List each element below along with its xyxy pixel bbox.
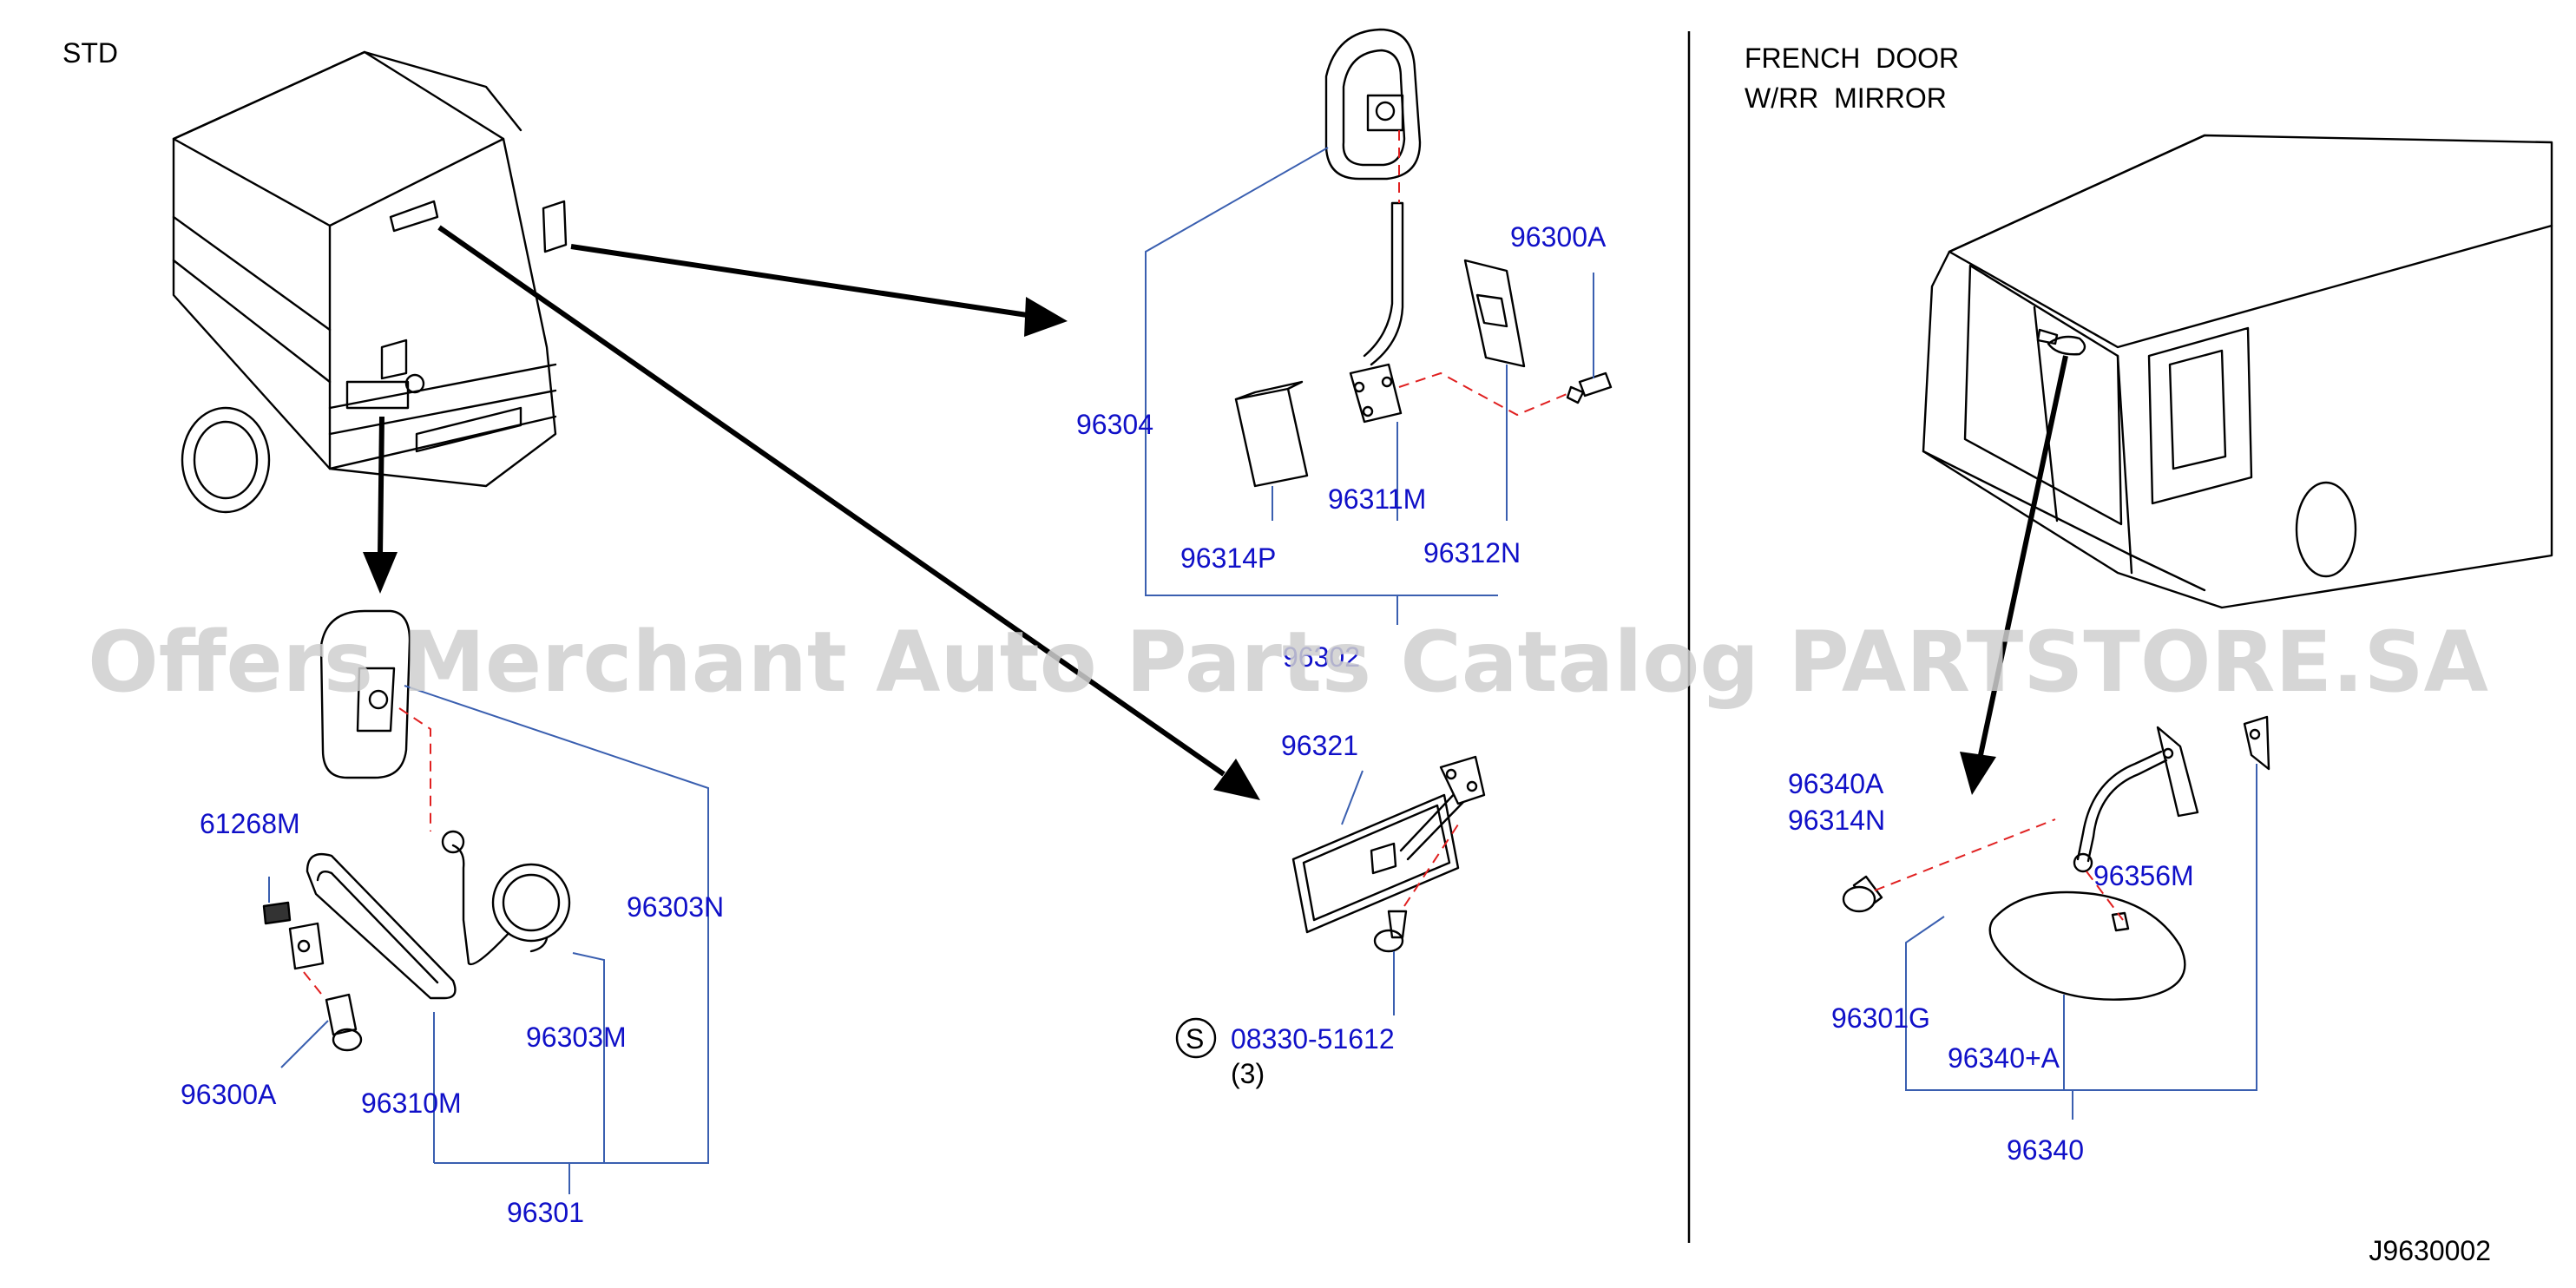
watermark: Offers Merchant Auto Parts Catalog PARTS… (88, 614, 2488, 711)
part-label-96304[interactable]: 96304 (1076, 409, 1153, 440)
callout-arrow-french-door (1960, 355, 2068, 795)
part-label-96321[interactable]: 96321 (1281, 730, 1358, 761)
section-label-french-door: FRENCH DOOR (1745, 43, 1959, 74)
section-label-rr-mirror: W/RR MIRROR (1745, 82, 1947, 114)
part-label-96301[interactable]: 96301 (507, 1197, 584, 1228)
part-label-96310M[interactable]: 96310M (361, 1088, 462, 1119)
callout-arrows-std (363, 225, 1260, 800)
leader-lines-96302 (1145, 147, 1594, 625)
mirror-plate-96321 (1291, 755, 1486, 953)
std-van-illustration (172, 50, 568, 514)
part-label-96302[interactable]: 96302 (1283, 641, 1360, 673)
part-label-96303N[interactable]: 96303N (627, 891, 724, 923)
part-label-96340A[interactable]: 96340A (1788, 768, 1884, 799)
diagram-id: J9630002 (2369, 1235, 2491, 1266)
leader-lines-96340 (1905, 764, 2257, 1120)
part-label-61268M[interactable]: 61268M (200, 808, 300, 839)
mirror-assembly-96340 (1842, 715, 2270, 1001)
quantity-label: (3) (1231, 1058, 1265, 1089)
french-door-van-illustration (1922, 134, 2553, 609)
part-label-96314N[interactable]: 96314N (1788, 805, 1885, 836)
part-label-96340[interactable]: 96340 (2007, 1134, 2084, 1166)
dashed-guide (398, 707, 431, 831)
standard-part-symbol-letter: S (1186, 1023, 1204, 1055)
part-label-96303M[interactable]: 96303M (526, 1022, 627, 1053)
part-label-96340-plus-A[interactable]: 96340+A (1948, 1042, 2060, 1074)
part-label-96300A[interactable]: 96300A (1510, 221, 1607, 253)
dashed-guide (303, 971, 325, 999)
standard-part-symbol (1175, 1017, 1217, 1059)
leader-lines-96321 (1341, 770, 1395, 1015)
part-label-96311M[interactable]: 96311M (1328, 483, 1426, 515)
section-label-std: STD (62, 37, 118, 69)
part-label-96301G[interactable]: 96301G (1831, 1002, 1930, 1034)
leader-lines-96301 (268, 685, 709, 1194)
mirror-assembly-96301 (262, 609, 571, 1052)
dashed-guide (1874, 818, 2056, 891)
part-label-96300A-left[interactable]: 96300A (181, 1079, 277, 1110)
part-label-08330-51612[interactable]: 08330-51612 (1231, 1023, 1395, 1055)
dashed-guide (2086, 871, 2124, 921)
part-label-96312N[interactable]: 96312N (1423, 537, 1521, 568)
dashed-guide (1398, 371, 1572, 417)
mirror-assembly-96302 (1234, 28, 1613, 488)
part-label-96356M[interactable]: 96356M (2093, 860, 2194, 891)
part-label-96314P[interactable]: 96314P (1180, 542, 1276, 574)
